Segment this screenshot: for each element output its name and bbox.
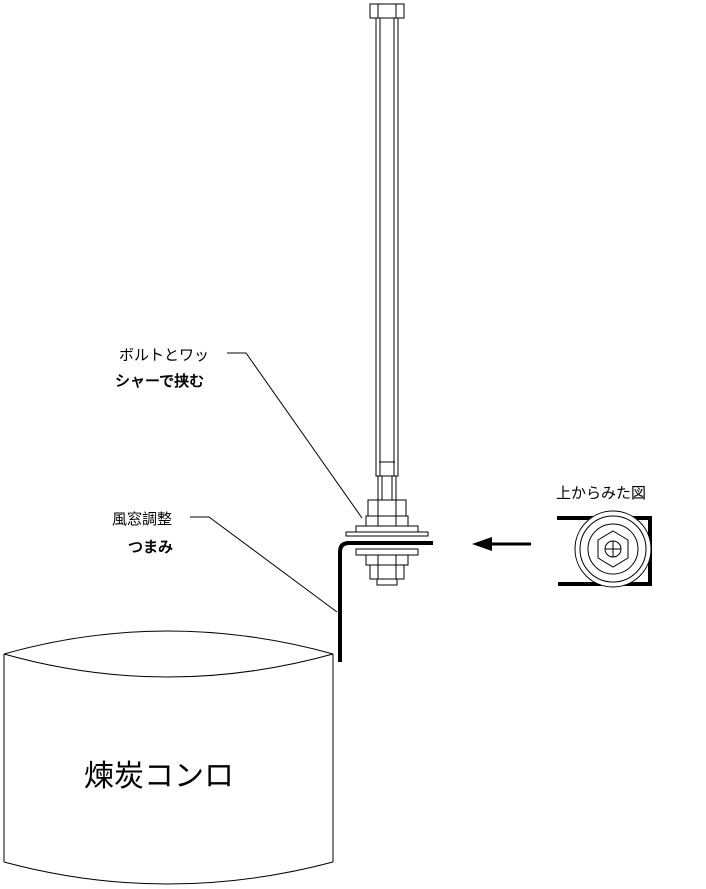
vent-knob-label-line2: つまみ: [128, 538, 173, 556]
vent-knob-bracket: [338, 541, 433, 662]
top-view-label: 上からみた図: [556, 484, 646, 502]
upper-nut: [367, 499, 407, 517]
washer-plate: [345, 531, 429, 537]
nut-washer-stack: [345, 499, 429, 586]
upper-washer: [355, 525, 419, 533]
vent-knob-leader: [190, 516, 338, 613]
stove-label: 煉炭コンロ: [84, 759, 234, 794]
bolt-shaft: [375, 17, 399, 477]
stove-body: [3, 630, 334, 885]
top-view-drawing: [557, 510, 652, 588]
bolt-head: [369, 3, 405, 19]
view-arrow: [472, 537, 531, 551]
vent-knob-label-line1: 風窓調整: [112, 510, 172, 528]
bolt-tail: [376, 578, 398, 586]
bolt-washer-label-line2: シャーで挟む: [115, 372, 204, 390]
bolt-thread: [377, 475, 397, 501]
bolt-rod: [369, 3, 405, 501]
bolt-washer-leader: [227, 352, 363, 519]
lower-nut-body: [369, 564, 405, 580]
leader-lines: [190, 352, 363, 613]
lower-nut: [365, 554, 409, 566]
upper-nut-base: [365, 515, 409, 527]
bolt-washer-label-line1: ボルトとワッ: [119, 346, 209, 364]
lower-washer: [355, 548, 419, 556]
